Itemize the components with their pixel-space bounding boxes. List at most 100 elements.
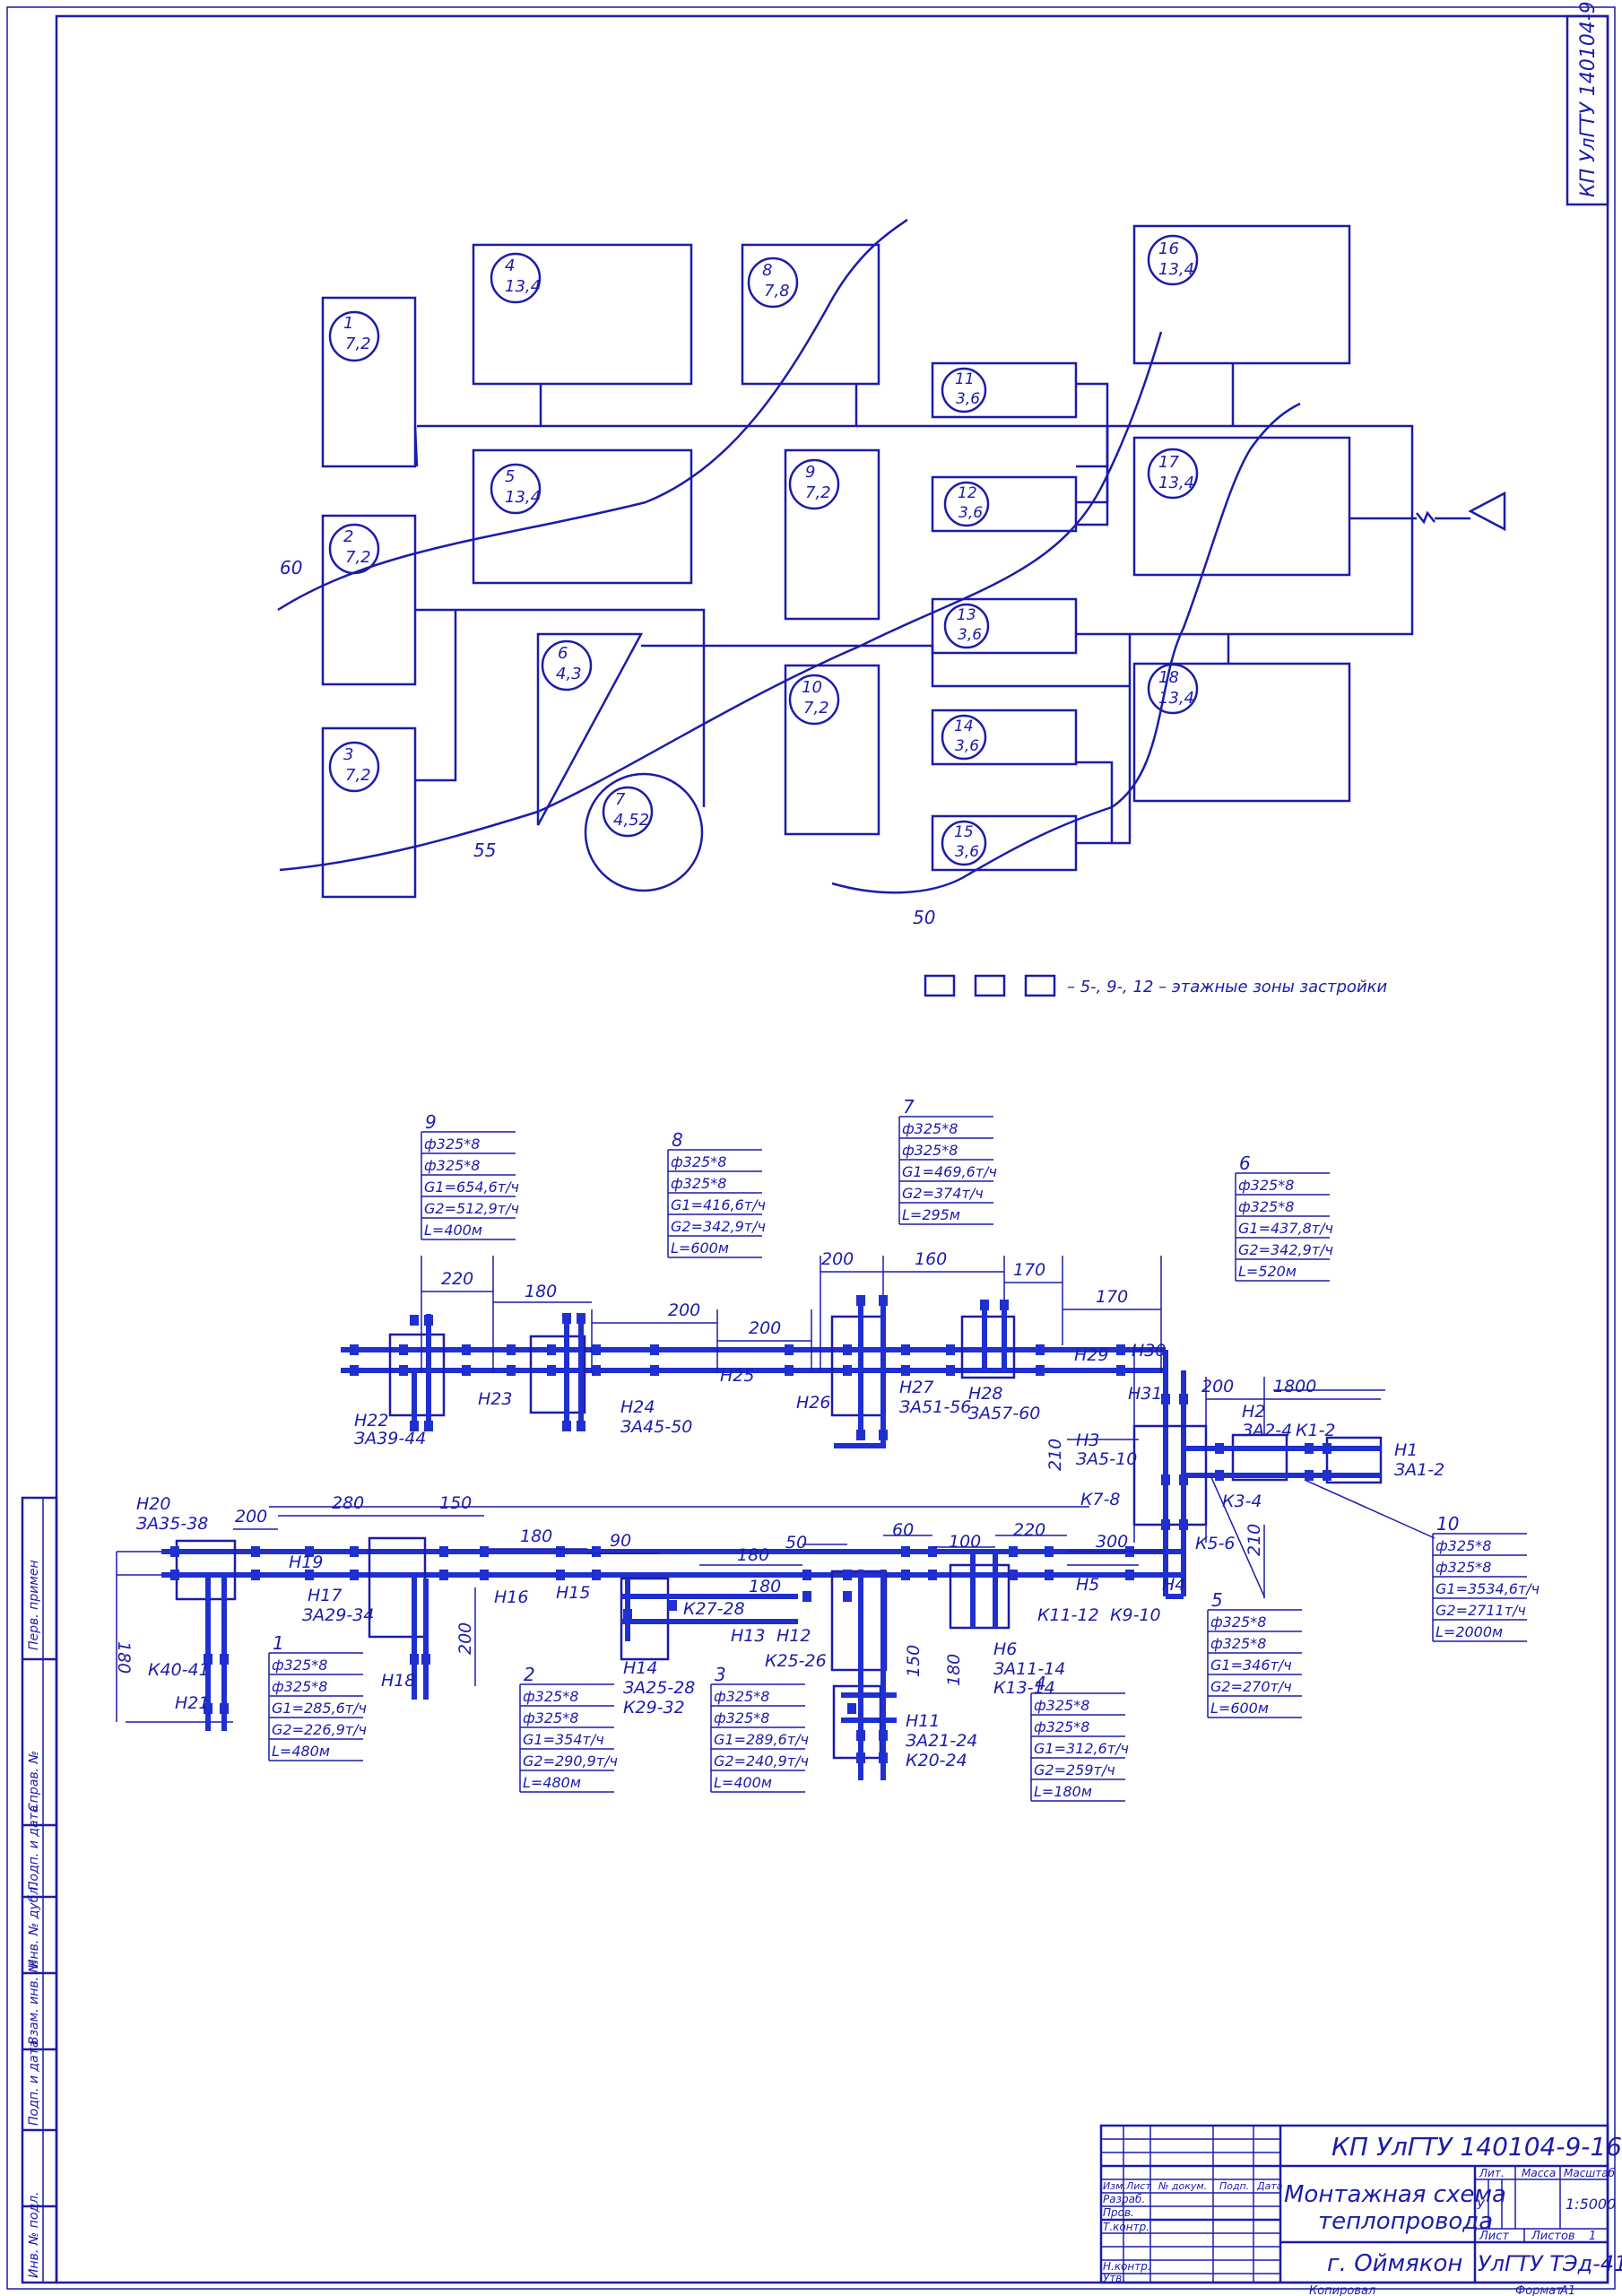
valve-mark [410,1421,419,1431]
valve-mark [350,1365,359,1376]
valve-mark [879,1430,888,1440]
section-number: 4 [1035,1673,1046,1694]
section-value: ф325*8 [714,1709,769,1726]
building-12: 12 3,6 [931,475,1078,533]
valve-mark [410,1654,419,1665]
svg-text:7,2: 7,2 [803,699,829,718]
valve-mark [439,1546,448,1557]
valve-mark [1000,1300,1009,1310]
section-number: 10 [1436,1513,1459,1535]
svg-text:2: 2 [343,527,353,546]
svg-text:Разраб.: Разраб. [1103,2193,1145,2205]
section-value: L=180м [1034,1783,1092,1800]
svg-text:Масса: Масса [1522,2167,1556,2179]
section-number: 6 [1239,1152,1251,1174]
strip-label: Инв. № подл. [27,2191,41,2278]
valve-mark [668,1600,677,1611]
svg-text:Н.контр.: Н.контр. [1103,2260,1151,2273]
section-value: G2=2711т/ч [1436,1602,1526,1619]
svg-text:№ докум.: № докум. [1158,2180,1207,2192]
node-label: ЗА35-38 [136,1514,208,1534]
strip-label: Перв. примен [27,1560,41,1650]
dim: 200 [1201,1377,1234,1396]
section-value: ф325*8 [424,1135,480,1152]
section-value: G1=3534,6т/ч [1436,1580,1540,1597]
section-value: G2=270т/ч [1210,1678,1292,1695]
building-5: 5 13,4 [472,448,693,585]
valve-mark [592,1546,601,1557]
valve-mark [1116,1365,1125,1376]
valve-mark [785,1344,794,1355]
valve-mark [1179,1474,1188,1485]
valve-mark [562,1313,571,1324]
valve-mark [577,1313,585,1324]
valve-mark [1045,1570,1054,1580]
section-table: 1ф325*8ф325*8G1=285,6т/чG2=226,9т/чL=480… [268,1632,367,1761]
dim: 90 [610,1531,631,1551]
dim: 50 [785,1533,807,1552]
valve-mark [843,1365,852,1376]
building-3: 3 7,2 [321,726,417,899]
svg-text:16: 16 [1158,239,1179,258]
dim: 60 [892,1520,914,1540]
node-label: ЗА51-56 [899,1397,971,1417]
valve-nodes [170,1295,1331,1763]
section-value: L=400м [714,1774,772,1791]
valve-mark [251,1570,260,1580]
valve-mark [946,1365,955,1376]
section-number: 3 [715,1664,726,1685]
legend-text: – 5-, 9-, 12 – этажные зоны застройки [1067,978,1388,996]
valve-mark [785,1365,794,1376]
valve-mark [204,1703,213,1714]
svg-text:7,8: 7,8 [764,282,790,300]
valve-mark [592,1365,601,1376]
section-value: ф325*8 [523,1688,578,1705]
building-16: 16 13,4 [1132,224,1351,365]
node-label: Н19 [289,1552,323,1572]
strip-label: Справ. № [27,1751,41,1812]
valve-mark [1045,1546,1054,1557]
building-6: 6 4,3 [536,632,644,826]
valve-mark [399,1344,408,1355]
node-label: ЗА29-34 [302,1605,374,1625]
valve-mark [879,1752,888,1763]
dim: 180 [520,1526,552,1546]
section-value: G2=342,9т/ч [671,1218,766,1235]
dim: 170 [1096,1287,1128,1307]
node-label: К1-2 [1296,1421,1336,1440]
dim: 200 [668,1300,700,1320]
node-label: Н14 [623,1658,657,1678]
contour-55 [279,331,1163,872]
side-code: КП УлГТУ 140104-9-16 [1577,0,1600,197]
valve-mark [856,1730,865,1741]
svg-text:А1: А1 [1559,2284,1575,2296]
valve-mark [928,1546,937,1557]
section-value: ф325*8 [272,1678,327,1695]
building-18: 18 13,4 [1132,662,1351,803]
section-value: L=600м [1210,1700,1269,1717]
building-11: 11 3,6 [931,361,1078,419]
node-label: ЗА21-24 [906,1731,977,1751]
section-value: G2=374т/ч [902,1185,984,1202]
node-label: Н5 [1076,1575,1099,1595]
building-4: 4 13,4 [472,243,693,386]
valve-mark [843,1591,852,1602]
valve-mark [592,1570,601,1580]
svg-text:13,4: 13,4 [1158,474,1194,492]
building-17: 17 13,4 [1132,436,1351,577]
valve-mark [1161,1474,1170,1485]
section-table: 10ф325*8ф325*8G1=3534,6т/чG2=2711т/чL=20… [1432,1513,1540,1642]
valve-mark [1125,1570,1134,1580]
dim: 150 [904,1645,924,1677]
section-table: 9ф325*8ф325*8G1=654,6т/чG2=512,9т/чL=400… [421,1111,519,1240]
section-value: ф325*8 [1210,1635,1266,1652]
section-table: 3ф325*8ф325*8G1=289,6т/чG2=240,9т/чL=400… [710,1664,809,1793]
valve-mark [439,1570,448,1580]
inner-frame [55,14,1609,2284]
dim: 210 [1045,1439,1065,1471]
svg-text:11: 11 [955,370,975,388]
valve-mark [1116,1344,1125,1355]
node-label: Н29 [1074,1345,1108,1365]
svg-text:3: 3 [343,745,353,764]
